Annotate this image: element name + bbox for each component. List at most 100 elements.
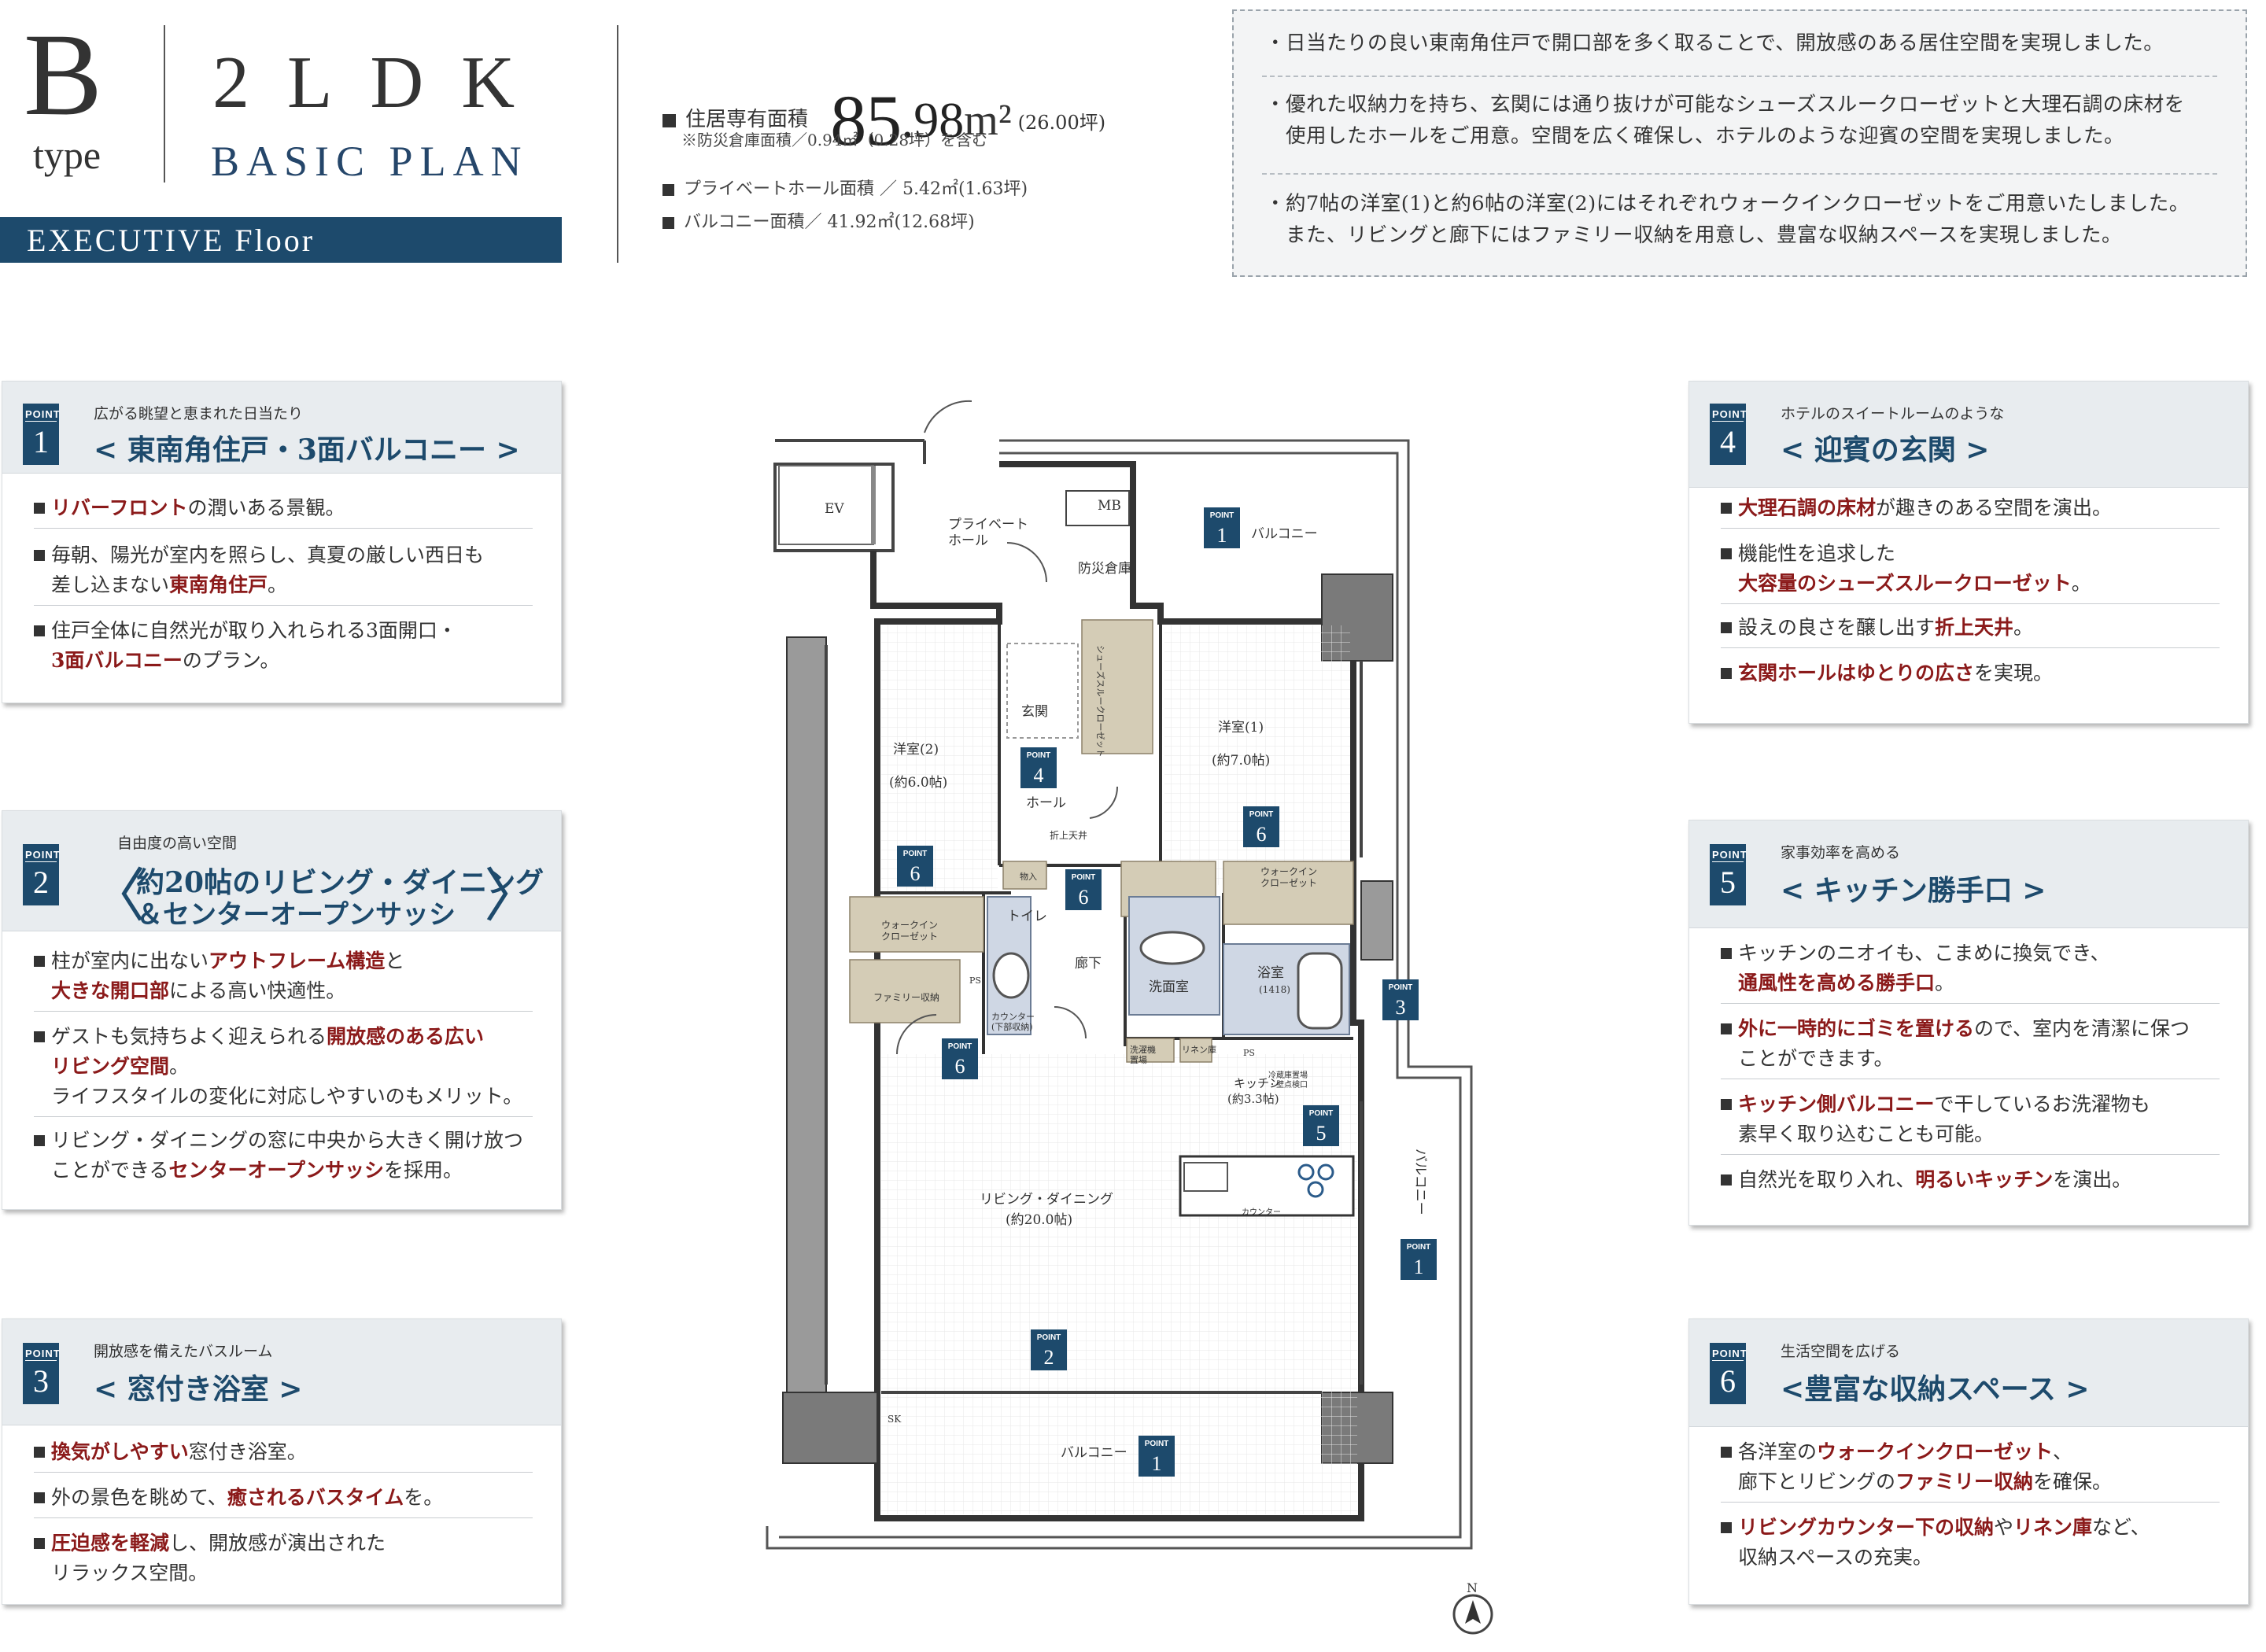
point-item: 設えの良さを醸し出す折上天井。 [1721, 613, 2220, 648]
private-hall-area: プライベートホール面積 ／ 5.42㎡(1.63坪) [662, 175, 1028, 200]
point-item: 玄関ホールはゆとりの広さを実現。 [1721, 658, 2220, 693]
bullet-square [1721, 1023, 1732, 1034]
plan-badge-number: 1 [1152, 1452, 1162, 1475]
plan-badge-number: 6 [1079, 886, 1089, 909]
item-text: のプラン。 [182, 649, 280, 672]
western2-label: 洋室(2) [893, 742, 939, 758]
highlight-text: リビングカウンター下の収納 [1738, 1516, 1995, 1539]
bullet-square [662, 216, 674, 229]
point-item: 住戸全体に自然光が取り入れられる3面開口・3面バルコニーのプラン。 [34, 616, 533, 680]
card-title-line1: 約20帖のリビング・ダイニング [136, 866, 544, 899]
highlight-text: 外に一時的にゴミを置ける [1738, 1017, 1975, 1040]
shoes-label: シューズスルークローゼット [1095, 645, 1106, 757]
counter-label: カウンター(下部収納) [991, 1012, 1035, 1032]
header-divider-2 [617, 25, 618, 263]
item-text: 住戸全体に自然光が取り入れられる3面開口・ [51, 619, 457, 642]
item-text: ことができる [51, 1159, 169, 1182]
point-item: 圧迫感を軽減し、開放感が演出されたリラックス空間。 [34, 1528, 533, 1593]
card-subtitle: 広がる眺望と恵まれた日当たり [94, 405, 304, 422]
plan-badge-title: POINT [1145, 1440, 1169, 1448]
item-text: 窓付き浴室。 [188, 1440, 307, 1463]
item-text: 自然光を取り入れ、 [1738, 1168, 1916, 1191]
highlight-text: リネン庫 [2013, 1516, 2093, 1539]
genkan-area [1006, 643, 1079, 739]
highlight-text: リビング空間 [51, 1055, 170, 1078]
western1-label: 洋室(1) [1218, 720, 1264, 736]
plan-badge-title: POINT [1072, 873, 1096, 882]
bullet-square [34, 550, 45, 561]
card-title: < キッチン勝手口 > [1781, 874, 2046, 907]
highlight-text: 癒されるバスタイム [227, 1486, 404, 1509]
title-bracket-right: 〉 [484, 865, 542, 929]
orijo-label: 折上天井 [1050, 829, 1087, 841]
windows [825, 645, 1363, 1394]
plan-badge-number: 2 [1044, 1346, 1054, 1369]
floor-plan: EV MB プライベートホール 防災倉庫 バルコニー バルコニー バルコニー 洋… [766, 400, 1493, 1635]
point-item: 自然光を取り入れ、明るいキッチンを演出。 [1721, 1165, 2220, 1200]
bullet-square [1721, 668, 1732, 679]
burner-icon [1307, 1181, 1324, 1198]
item-text: 、 [2053, 1440, 2073, 1463]
feature-box: ・日当たりの良い東南角住戸で開口部を多く取ることで、開放感のある居住空間を実現し… [1232, 9, 2247, 277]
plan-badge-title: POINT [1037, 1333, 1061, 1342]
item-text: を確保。 [2033, 1470, 2113, 1493]
plan-badge-number: 1 [1217, 524, 1227, 547]
plan-badge-title: POINT [1407, 1243, 1431, 1252]
highlight-text: 玄関ホールはゆとりの広さ [1738, 662, 1975, 684]
bullet-square [1721, 1522, 1732, 1533]
highlight-text: 大容量のシューズスルークローゼット [1738, 572, 2072, 595]
area-row: 住居専有面積 85.98m²(26.00坪) [662, 79, 1105, 162]
area-note: ※防災倉庫面積／0.94㎡（0.28坪）を含む [681, 131, 988, 149]
linen-label: リネン庫 [1182, 1044, 1216, 1055]
item-text: 。 [2013, 616, 2034, 639]
floor-name: EXECUTIVE Floor [27, 223, 316, 258]
bullet-square [1721, 1447, 1732, 1458]
highlight-text: センターオープンサッシ [168, 1159, 385, 1182]
item-text: 廊下とリビングの [1738, 1470, 1896, 1493]
plan-badge-title: POINT [1309, 1109, 1334, 1118]
feature-line: ・優れた収納力を持ち、玄関には通り抜けが可能なシューズスルークローゼットと大理石… [1265, 93, 2185, 116]
sink [1139, 931, 1205, 965]
building-structure [773, 439, 926, 552]
item-text: 素早く取り込むことも可能。 [1738, 1123, 1995, 1145]
item-text: を実現。 [1974, 662, 2054, 684]
card-title-line2: ＆センターオープンサッシ [136, 899, 456, 931]
point-item: 換気がしやすい窓付き浴室。 [34, 1437, 533, 1473]
bullet-square [34, 1492, 45, 1503]
area-unit: m² [964, 96, 1012, 145]
item-text: 各洋室の [1738, 1440, 1818, 1463]
bullet-square [34, 956, 45, 967]
point-item: リバーフロントの潤いある景観。 [34, 493, 533, 529]
balcony-railing [766, 439, 1473, 1550]
north-label: N [1467, 1580, 1478, 1595]
sk-label: SK [888, 1414, 902, 1425]
item-text: 毎朝、陽光が室内を照らし、真夏の厳しい西日も [51, 544, 485, 566]
point-item: キッチン側バルコニーで干しているお洗濯物も素早く取り込むことも可能。 [1721, 1090, 2220, 1155]
highlight-text: アウトフレーム構造 [209, 950, 386, 972]
bullet-square [1721, 622, 1732, 633]
plan-badge-number: 3 [1396, 996, 1406, 1019]
plan-point-badge-5: POINT 5 [1303, 1105, 1339, 1146]
bullet-square [34, 625, 45, 636]
feature-line: ・約7帖の洋室(1)と約6帖の洋室(2)にはそれぞれウォークインクローゼットをご… [1265, 192, 2190, 216]
highlight-text: 大きな開口部 [51, 979, 170, 1002]
kitchen-sink [1183, 1162, 1228, 1192]
point-item: リビングカウンター下の収納やリネン庫など、収納スペースの充実。 [1721, 1513, 2220, 1577]
item-text: 。 [2071, 572, 2091, 595]
area-tsubo: (26.00坪) [1017, 111, 1106, 134]
plan-badge-number: 5 [1316, 1122, 1327, 1145]
point-item: 大理石調の床材が趣きのある空間を演出。 [1721, 493, 2220, 529]
wic-label-2: ウォークインクローゼット [881, 920, 938, 942]
item-text: 柱が室内に出ない [51, 950, 209, 972]
point-item: キッチンのニオイも、こまめに換気でき、通風性を高める勝手口。 [1721, 938, 2220, 1004]
item-text: ライフスタイルの変化に対応しやすいのもメリット。 [51, 1085, 523, 1108]
unit-walls [870, 461, 1364, 1521]
